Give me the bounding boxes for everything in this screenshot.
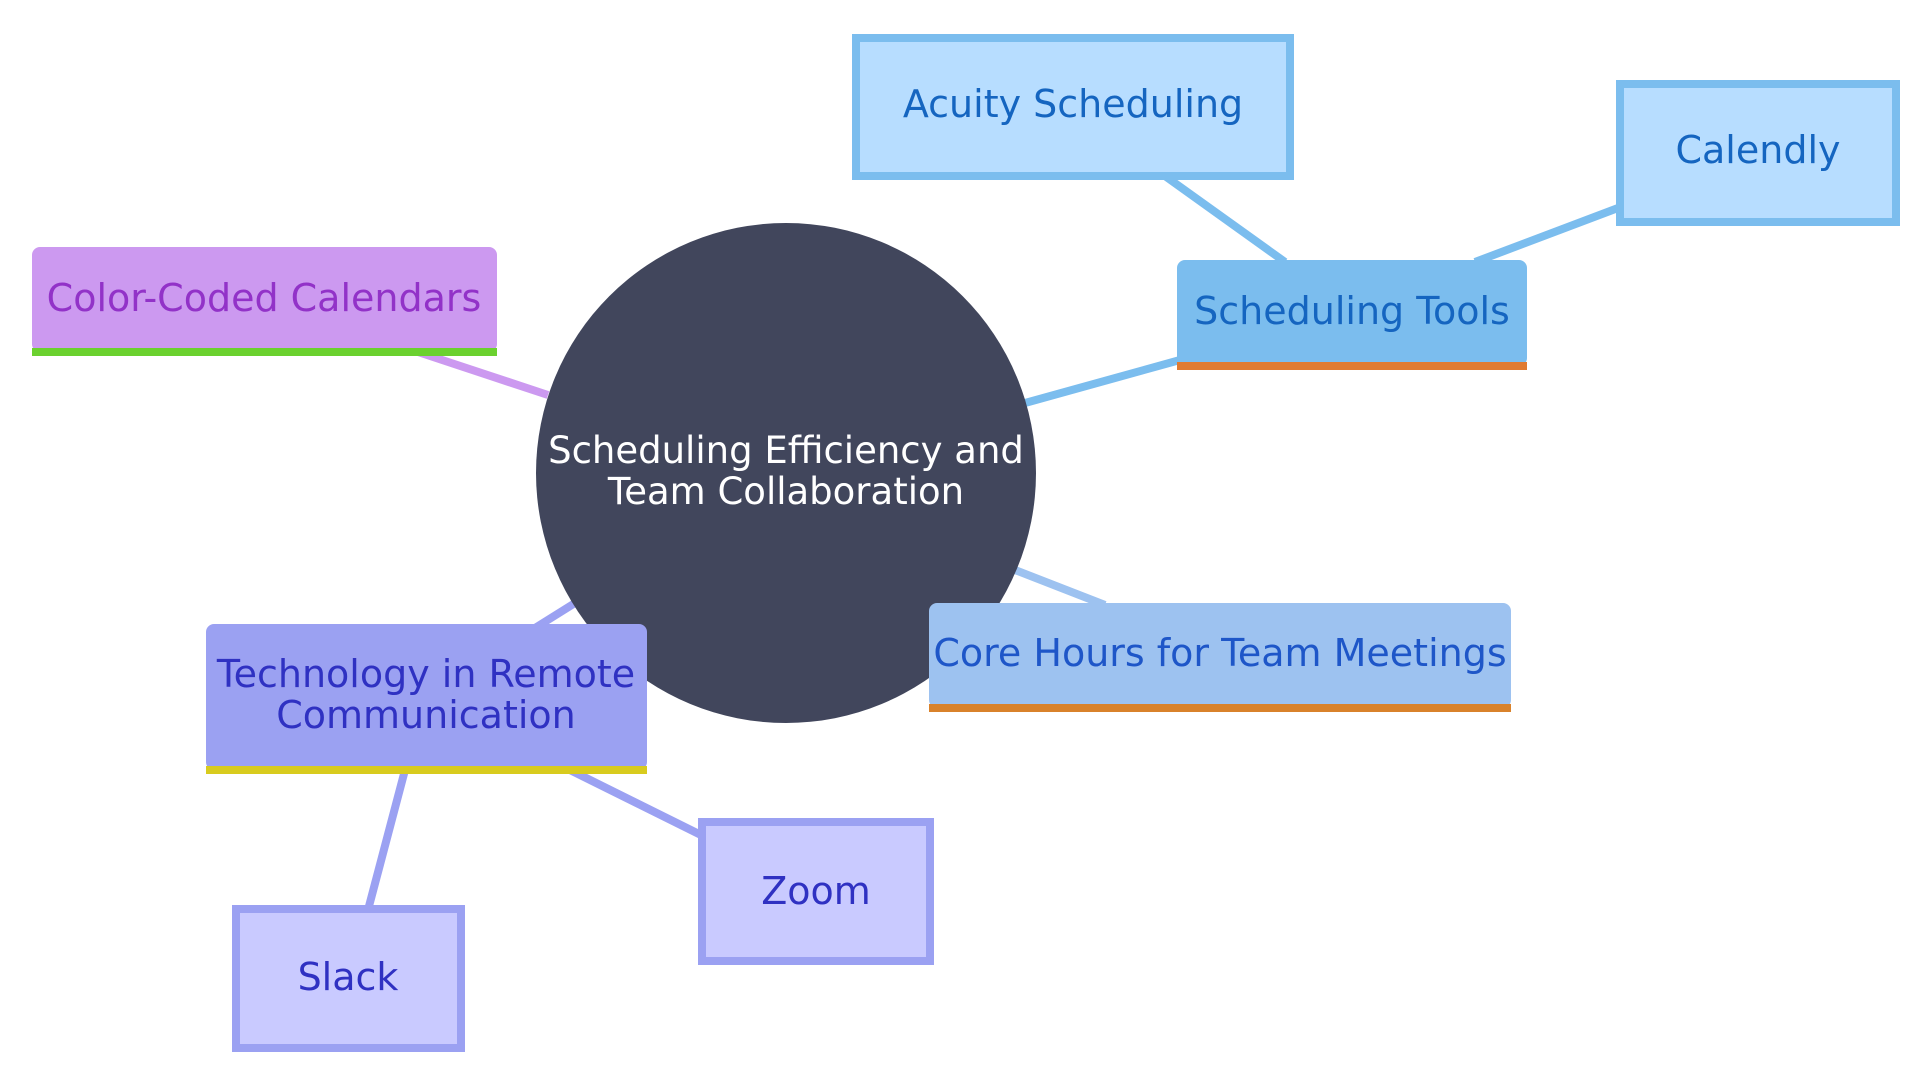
- node-acuity-scheduling-box: [852, 34, 1294, 180]
- edge-center-core-hours: [1013, 566, 1107, 609]
- node-zoom: Zoom: [698, 818, 934, 965]
- node-color-coded-calendars-box: [32, 247, 497, 352]
- node-core-hours-label: Core Hours for Team Meetings: [933, 631, 1506, 675]
- node-technology-underline: [206, 766, 647, 774]
- edge-technology-zoom: [568, 766, 705, 840]
- node-technology-label-line-2: Communication: [276, 693, 576, 737]
- node-technology-box: [206, 624, 647, 770]
- edge-scheduling-tools-calendly: [1473, 204, 1620, 266]
- node-calendly-box: [1616, 80, 1900, 226]
- node-slack-label: Slack: [298, 955, 399, 999]
- node-core-hours-box: [929, 603, 1511, 708]
- center-circle: [536, 223, 1036, 723]
- node-calendly-label: Calendly: [1675, 128, 1840, 172]
- edge-scheduling-tools-acuity: [1162, 172, 1288, 266]
- center-label-line-2: Team Collaboration: [607, 470, 964, 513]
- node-zoom-box: [698, 818, 934, 965]
- node-scheduling-tools-label: Scheduling Tools: [1194, 289, 1510, 333]
- node-acuity-scheduling-label: Acuity Scheduling: [903, 82, 1243, 126]
- node-calendly: Calendly: [1616, 80, 1900, 226]
- node-scheduling-tools: Scheduling Tools: [1177, 260, 1527, 370]
- node-zoom-label: Zoom: [761, 869, 871, 913]
- node-core-hours: Core Hours for Team Meetings: [929, 603, 1511, 712]
- center-label-line-1: Scheduling Efficiency and: [548, 429, 1024, 472]
- edge-center-technology: [532, 599, 578, 632]
- edges: [364, 172, 1620, 912]
- node-color-coded-calendars: Color-Coded Calendars: [32, 247, 497, 356]
- node-slack: Slack: [232, 905, 465, 1052]
- node-core-hours-underline: [929, 704, 1511, 712]
- edge-center-scheduling-tools: [1023, 356, 1182, 407]
- edge-center-color-coded: [416, 348, 550, 399]
- node-slack-box: [232, 905, 465, 1052]
- node-technology: Technology in Remote Communication: [206, 624, 647, 774]
- node-technology-label-line-1: Technology in Remote: [216, 652, 635, 696]
- node-color-coded-calendars-label: Color-Coded Calendars: [47, 276, 482, 320]
- center-node: Scheduling Efficiency and Team Collabora…: [536, 223, 1036, 723]
- edge-technology-slack: [364, 768, 409, 912]
- node-acuity-scheduling: Acuity Scheduling: [852, 34, 1294, 180]
- node-color-coded-calendars-underline: [32, 348, 497, 356]
- node-scheduling-tools-box: [1177, 260, 1527, 366]
- node-scheduling-tools-underline: [1177, 362, 1527, 370]
